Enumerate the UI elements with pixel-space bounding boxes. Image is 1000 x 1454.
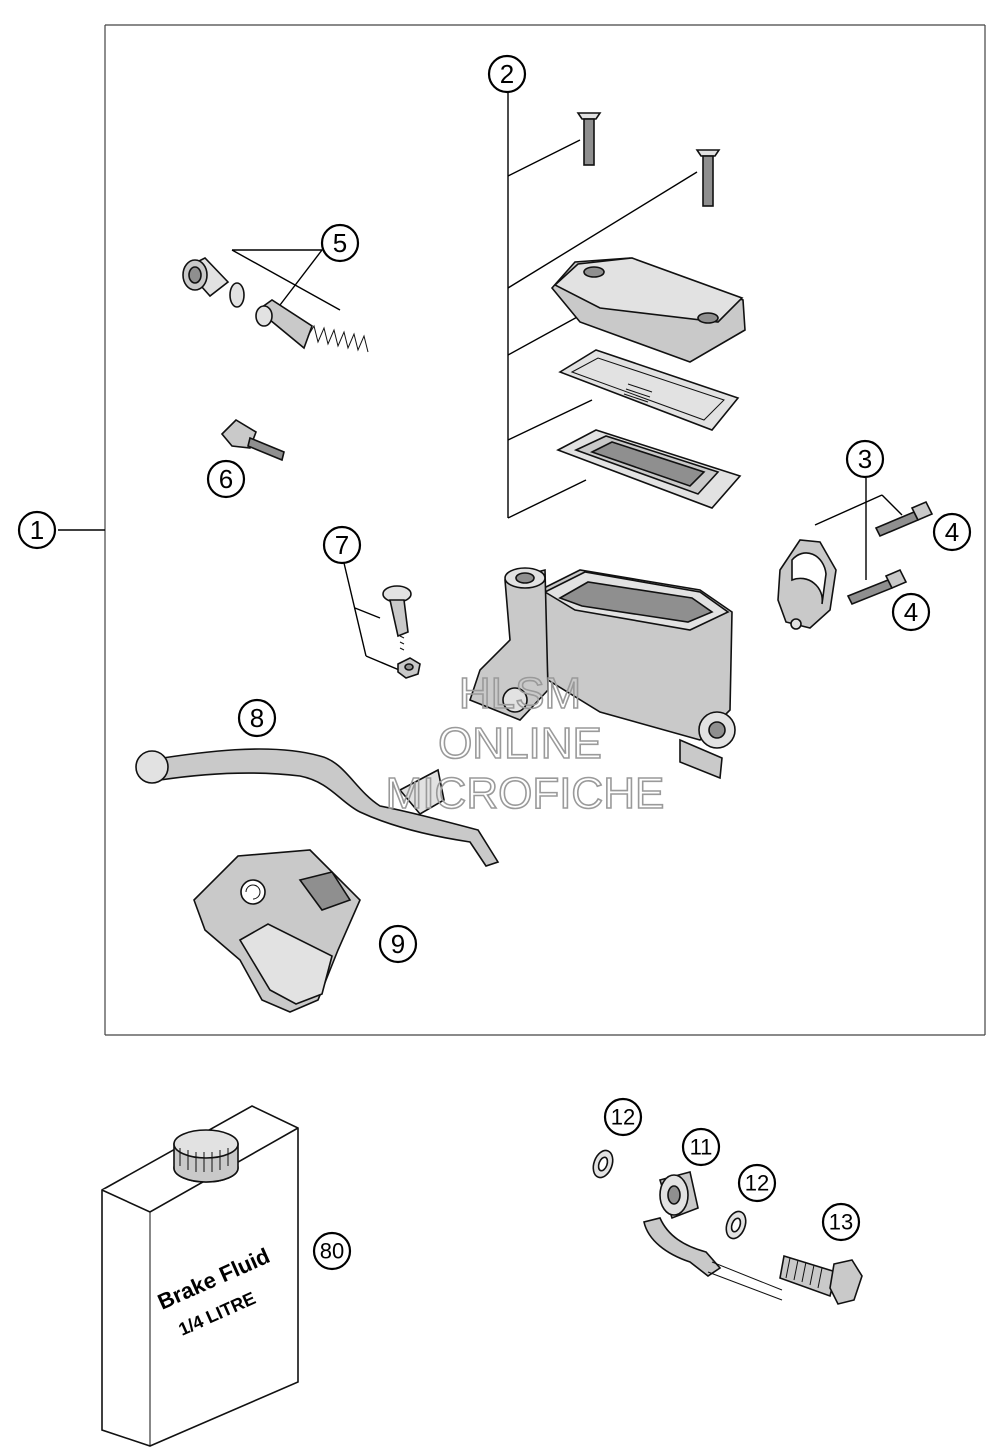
reservoir-cover — [550, 257, 746, 363]
cover-screw-1 — [576, 112, 602, 166]
piston-spring — [307, 324, 369, 353]
leaders-part-5 — [231, 249, 341, 311]
callout-9: 9 — [378, 924, 418, 964]
handlebar-clamp — [777, 539, 837, 630]
svg-text:12: 12 — [745, 1171, 769, 1196]
callout-7: 7 — [322, 525, 362, 565]
leaders-part-3-4 — [814, 478, 903, 580]
washer-12-right — [725, 1210, 747, 1240]
callout-3: 3 — [845, 439, 885, 479]
svg-text:HLSM: HLSM — [459, 669, 581, 718]
svg-text:3: 3 — [858, 444, 872, 474]
assembly-frame — [58, 24, 986, 1036]
svg-text:9: 9 — [391, 929, 405, 959]
svg-text:4: 4 — [945, 517, 959, 547]
svg-text:13: 13 — [829, 1210, 853, 1235]
banjo-bolt — [779, 1254, 863, 1305]
callout-80: 80 — [312, 1231, 352, 1271]
clamp-bolt-2 — [846, 568, 908, 606]
callout-13: 13 — [821, 1202, 861, 1242]
adjuster-screw — [220, 418, 285, 462]
svg-text:12: 12 — [611, 1105, 635, 1130]
callout-4-upper: 4 — [932, 512, 972, 552]
svg-text:11: 11 — [690, 1135, 713, 1160]
svg-text:1: 1 — [30, 515, 44, 545]
watermark: HLSM ONLINE MICROFICHE — [385, 668, 665, 819]
callout-1: 1 — [17, 510, 57, 550]
brake-hose-banjo — [643, 1171, 783, 1301]
pivot-bolt — [382, 585, 412, 651]
washer-12-left — [592, 1149, 614, 1179]
reservoir-diaphragm — [556, 429, 742, 509]
callout-4-lower: 4 — [891, 592, 931, 632]
clamp-bolt-1 — [874, 500, 934, 538]
svg-text:7: 7 — [335, 530, 349, 560]
piston-boot — [182, 257, 230, 298]
svg-text:ONLINE: ONLINE — [438, 719, 602, 768]
callout-12-left: 12 — [603, 1097, 643, 1137]
svg-text:5: 5 — [333, 228, 347, 258]
callout-8: 8 — [237, 698, 277, 738]
svg-text:MICROFICHE: MICROFICHE — [386, 769, 665, 818]
callout-2: 2 — [487, 54, 527, 94]
piston — [255, 299, 313, 350]
master-cylinder-body — [469, 567, 736, 780]
callout-12-right: 12 — [737, 1163, 777, 1203]
svg-text:6: 6 — [219, 464, 233, 494]
pivot-nut — [397, 657, 421, 679]
circlip — [229, 282, 245, 308]
cover-screw-2 — [695, 149, 721, 207]
svg-text:8: 8 — [250, 703, 264, 733]
svg-text:4: 4 — [904, 597, 918, 627]
brake-fluid-bottle: Brake Fluid 1/4 LITRE — [101, 1105, 299, 1447]
brake-lever — [135, 748, 500, 867]
callout-5: 5 — [320, 223, 360, 263]
lever-cover — [193, 849, 361, 1013]
reservoir-gasket — [558, 349, 740, 431]
callout-6: 6 — [206, 459, 246, 499]
svg-text:2: 2 — [500, 59, 514, 89]
svg-text:80: 80 — [320, 1239, 344, 1264]
callout-11: 11 — [681, 1127, 721, 1167]
